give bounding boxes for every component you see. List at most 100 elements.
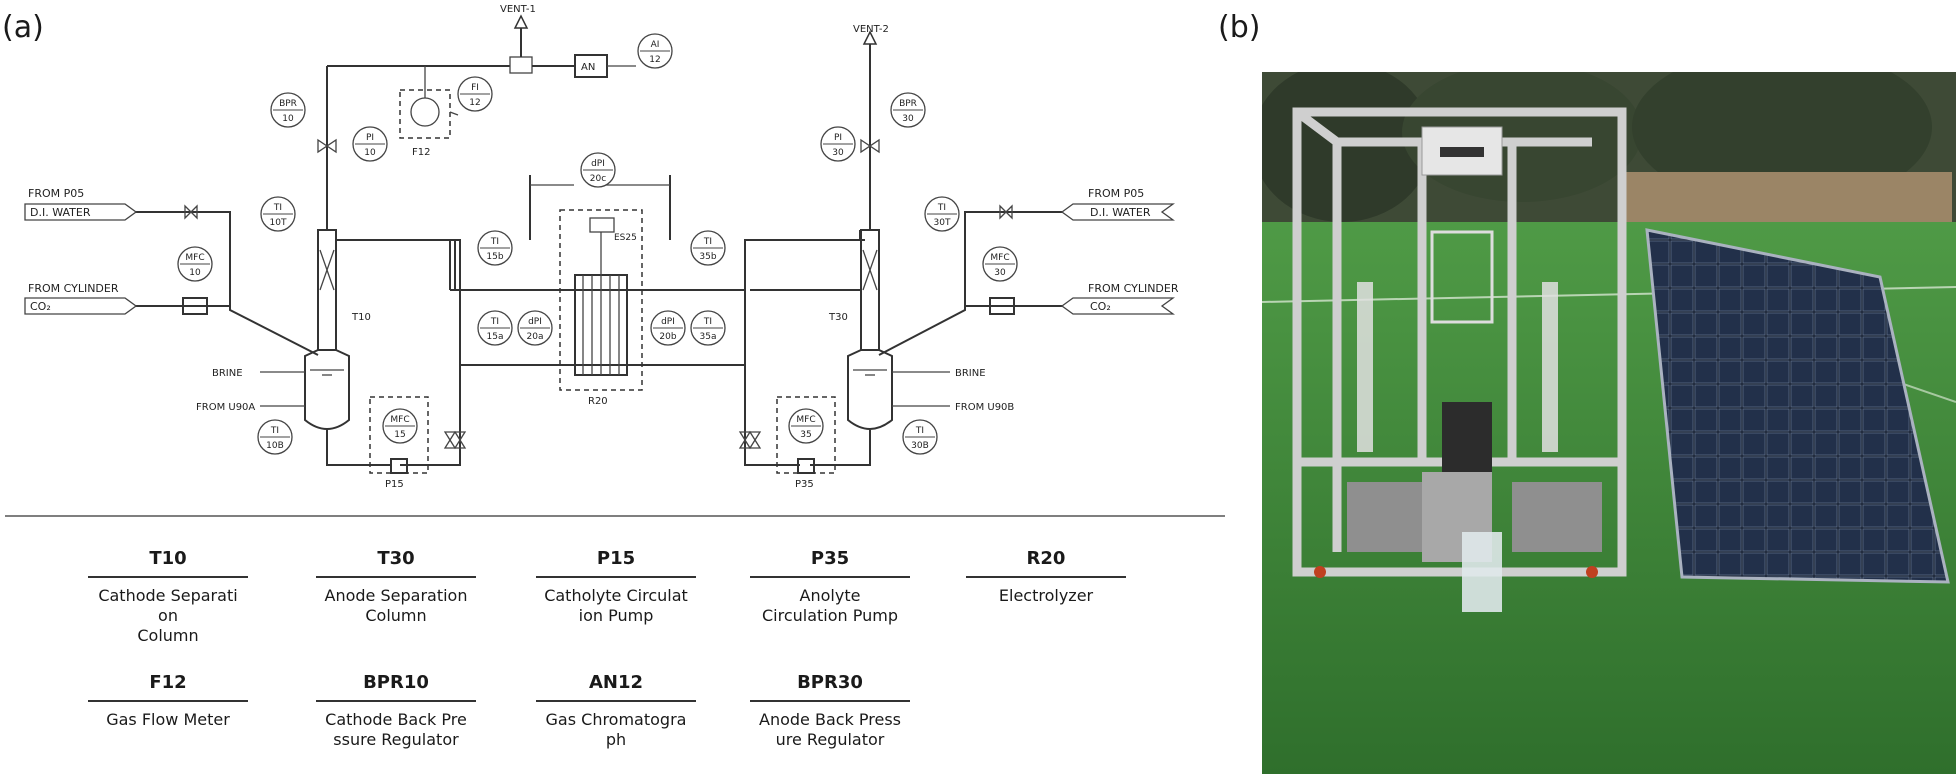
instrument-label: 35b [699,252,716,262]
instrument-fi12: FI 12 [457,76,493,112]
legend-desc: Electrolyzer [998,586,1094,605]
legend-code: BPR10 [316,672,476,702]
instrument-label: 15b [486,252,503,262]
vent-label: VENT-1 [500,4,536,15]
tag-p35: P35 [795,479,814,490]
stream-label: FROM U90B [955,402,1014,413]
system-photo [1262,72,1956,774]
instrument-label: TI [937,203,946,213]
instrument-label: dPI [528,317,542,327]
stream-flag-left-co2: FROM CYLINDER CO₂ [24,282,138,315]
instrument-label: dPI [661,317,675,327]
tag-p15: P15 [385,479,404,490]
legend-desc: Anode Separation Column [324,586,468,625]
electrolyzer [1442,402,1492,472]
legend-code: BPR30 [750,672,910,702]
instrument-label: 15 [394,430,405,440]
stream-flag-right-di: FROM P05 D.I. WATER [1060,187,1175,221]
instrument-label: dPI [591,159,605,169]
stream-flag-right-co2: FROM CYLINDER CO₂ [1060,282,1179,315]
legend-code: T10 [88,548,248,578]
legend-item-t10: T10 Cathode Separati on Column [88,548,248,646]
legend-desc: Catholyte Circulat ion Pump [544,586,688,625]
tag-es25: ES25 [614,233,637,243]
instrument-label: BPR [899,99,917,109]
legend-desc: Anode Back Press ure Regulator [759,710,901,749]
instrument-label: 30 [994,268,1006,278]
legend-code: R20 [966,548,1126,578]
vent-label: VENT-2 [853,24,889,35]
legend-item-bpr10: BPR10 Cathode Back Pre ssure Regulator [316,672,476,750]
legend-item-t30: T30 Anode Separation Column [316,548,476,626]
legend-code: P35 [750,548,910,578]
stream-label: FROM P05 [1088,187,1144,200]
aluminum-frame [1292,107,1627,577]
legend-code: P15 [536,548,696,578]
stream-label: FROM U90A [196,402,255,413]
instrument-pi10: PI 10 [352,126,388,162]
instrument-label: MFC [796,415,815,425]
instrument-ti15a: TI 15a [477,310,513,346]
legend-item-p35: P35 Anolyte Circulation Pump [750,548,910,626]
instrument-mfc10: MFC 10 [177,246,213,282]
instrument-mfc15: MFC 15 [382,408,418,444]
instrument-label: 10T [270,218,287,228]
instrument-label: BPR [279,99,297,109]
instrument-label: 10 [364,148,376,158]
process-flow-diagram: FROM P05 D.I. WATER FROM CYLINDER CO₂ FR… [5,4,1225,517]
solar-panel [1645,228,1950,584]
instrument-bpr30: BPR 30 [890,92,926,128]
instrument-label: 35 [800,430,811,440]
instrument-label: 12 [469,98,480,108]
instrument-label: MFC [185,253,204,263]
tag-r20: R20 [588,396,608,407]
instrument-label: FI [471,83,479,93]
stream-label: BRINE [955,368,986,379]
legend-desc: Anolyte Circulation Pump [761,586,898,625]
instrument-label: TI [703,317,712,327]
legend-item-bpr30: BPR30 Anode Back Press ure Regulator [750,672,910,750]
instrument-label: MFC [990,253,1009,263]
instrument-label: 10 [189,268,201,278]
instrument-mfc35: MFC 35 [788,408,824,444]
instrument-label: 10 [282,114,294,124]
stream-label: BRINE [212,368,243,379]
analyzer-box-label: AN [581,62,595,73]
stream-label: CO₂ [1090,300,1111,313]
instrument-label: MFC [390,415,409,425]
tag-t10: T10 [351,312,371,323]
instrument-label: 35a [700,332,717,342]
column-t30 [847,30,893,430]
stream-label: FROM P05 [28,187,84,200]
panel-label-b: (b) [1218,10,1261,45]
legend-item-f12: F12 Gas Flow Meter [88,672,248,730]
legend-item-r20: R20 Electrolyzer [966,548,1126,606]
instrument-label: 10B [266,441,284,451]
pump-right [1512,482,1602,552]
tag-t30: T30 [828,312,848,323]
legend-code: T30 [316,548,476,578]
legend-desc: Cathode Back Pre ssure Regulator [325,710,467,749]
stream-label: D.I. WATER [1090,206,1151,219]
instrument-label: PI [366,133,374,143]
instrument-label: 30T [934,218,951,228]
instrument-label: 15a [487,332,504,342]
legend-item-an12: AN12 Gas Chromatogra ph [536,672,696,750]
instrument-label: TI [490,317,499,327]
instrument-label: 30B [911,441,929,451]
stream-flag-left-di: FROM P05 D.I. WATER [24,187,138,221]
column-right [1542,282,1558,452]
column-left [1357,282,1373,452]
stream-label: D.I. WATER [30,206,91,219]
instrument-label: 30 [902,114,914,124]
instrument-label: AI [651,40,660,50]
trees [1262,72,1956,232]
